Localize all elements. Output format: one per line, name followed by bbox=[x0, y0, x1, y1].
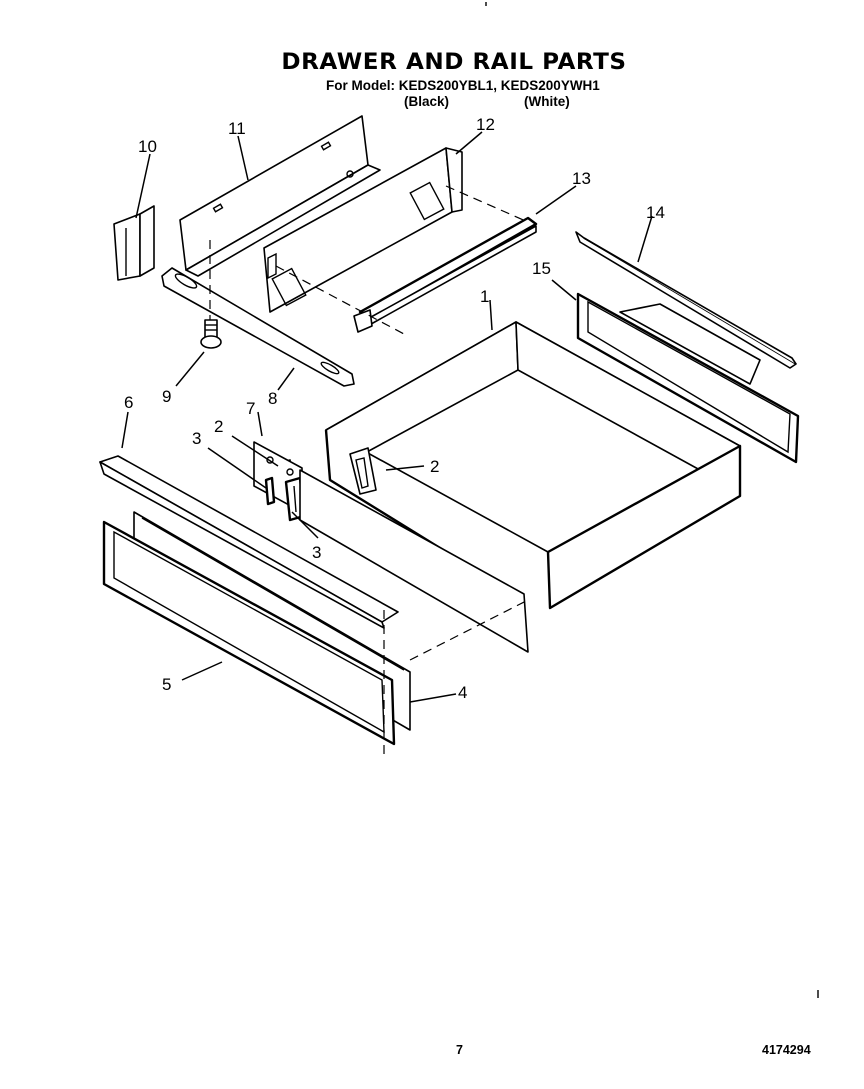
model-line: For Model: KEDS200YBL1, KEDS200YWH1 bbox=[326, 78, 600, 93]
callout-7: 7 bbox=[246, 399, 255, 418]
callout-3-left: 3 bbox=[192, 429, 201, 448]
callout-11: 11 bbox=[228, 119, 246, 138]
leader-lines bbox=[121, 131, 653, 703]
callout-1: 1 bbox=[480, 287, 489, 306]
part-15-panel bbox=[576, 292, 800, 464]
callout-15: 15 bbox=[532, 259, 551, 278]
part-1-drawer-body bbox=[324, 321, 742, 610]
page-title: DRAWER AND RAIL PARTS bbox=[281, 50, 627, 75]
callout-2-right: 2 bbox=[430, 457, 439, 476]
page-number: 7 bbox=[456, 1043, 463, 1057]
margin-marks bbox=[485, 2, 819, 998]
callout-3-bottom: 3 bbox=[312, 543, 321, 562]
part-12-rail-panel bbox=[263, 147, 463, 313]
callout-8: 8 bbox=[268, 389, 277, 408]
callout-12: 12 bbox=[476, 115, 495, 134]
callout-2-left: 2 bbox=[214, 417, 223, 436]
part-13-slide-rail bbox=[353, 216, 538, 333]
variant-black-label: (Black) bbox=[404, 94, 450, 109]
callout-13: 13 bbox=[572, 169, 591, 188]
document-number: 4174294 bbox=[762, 1043, 811, 1057]
drawer-side-strip bbox=[299, 469, 529, 653]
part-8-slotted-rail bbox=[161, 267, 355, 387]
callout-10: 10 bbox=[138, 137, 157, 156]
part-14-trim-strip bbox=[575, 231, 797, 369]
callout-5: 5 bbox=[162, 675, 171, 694]
part-11-rear-panel bbox=[179, 115, 381, 277]
callout-9: 9 bbox=[162, 387, 171, 406]
part-9-screw bbox=[200, 240, 222, 349]
part-10-bracket bbox=[113, 205, 155, 281]
variant-white-label: (White) bbox=[524, 94, 570, 109]
callout-4: 4 bbox=[458, 683, 467, 702]
callout-6: 6 bbox=[124, 393, 133, 412]
callout-labels: 1 2 2 3 3 4 5 6 7 8 9 10 11 12 13 14 15 bbox=[124, 115, 665, 702]
callout-14: 14 bbox=[646, 203, 665, 222]
assembly-lines bbox=[275, 185, 529, 760]
part-5-front-frame bbox=[102, 520, 396, 746]
